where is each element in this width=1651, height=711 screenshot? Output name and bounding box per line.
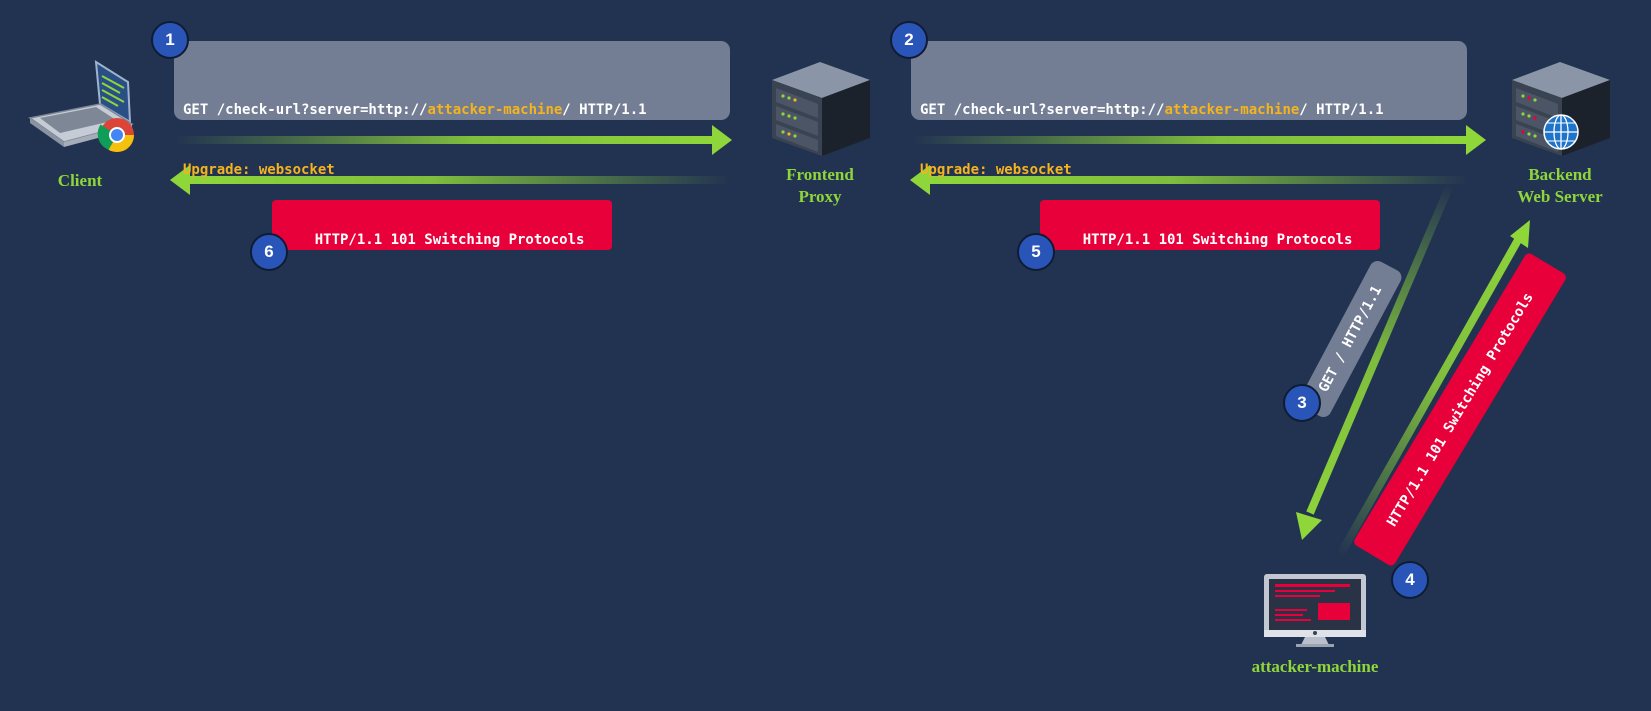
request-box-step2: GET /check-url?server=http://attacker-ma… [911,41,1467,178]
request-line-step2: GET /check-url?server=http://attacker-ma… [920,100,1458,120]
arrow-frontend-to-backend [912,125,1486,155]
step-badge-3: 3 [1283,384,1321,422]
attacker-name: attacker-machine [1251,657,1379,676]
backend-name-line2: Web Server [1517,187,1603,206]
upgrade-header-step2: Upgrade: websocket [920,162,1072,178]
arrow-backend-to-frontend [910,165,1468,195]
request-version-step1: / HTTP/1.1 [562,102,647,118]
frontend-name-line2: Proxy [798,187,842,206]
request-host-step1: attacker-machine [427,102,563,118]
request-version-step2: / HTTP/1.1 [1299,102,1384,118]
step-badge-2: 2 [890,21,928,59]
step-badge-1: 1 [151,21,189,59]
response-text-step6: HTTP/1.1 101 Switching Protocols [314,232,585,248]
step-badge-6: 6 [250,233,288,271]
step-badge-5: 5 [1017,233,1055,271]
arrow-backend-to-attacker [1296,183,1454,540]
request-path-step1: GET /check-url?server=http:// [183,102,428,118]
desktop-monitor-icon [1264,574,1366,647]
backend-name-line1: Backend [1528,165,1592,184]
step-badge-4: 4 [1391,561,1429,599]
client-name: Client [57,171,103,190]
frontend-proxy-label: Frontend Proxy [760,164,880,208]
backend-web-server-label: Backend Web Server [1500,164,1620,208]
arrow-client-to-frontend [175,125,732,155]
arrow-frontend-to-client [170,165,730,195]
request-host-step2: attacker-machine [1164,102,1300,118]
attacker-machine-label: attacker-machine [1225,656,1405,678]
laptop-with-chrome-icon [28,60,134,152]
frontend-name-line1: Frontend [786,165,854,184]
server-rack-with-globe-icon [1512,62,1610,156]
request-line-step1: GET /check-url?server=http://attacker-ma… [183,100,721,120]
client-label: Client [40,170,120,192]
request-path-step2: GET /check-url?server=http:// [920,102,1165,118]
response-text-step5: HTTP/1.1 101 Switching Protocols [1082,232,1353,248]
response-box-step6: HTTP/1.1 101 Switching Protocols [272,200,612,250]
server-rack-icon [772,62,870,156]
upgrade-header-step1: Upgrade: websocket [183,162,335,178]
arrow-attacker-to-backend [1336,220,1530,557]
response-box-step5: HTTP/1.1 101 Switching Protocols [1040,200,1380,250]
request-box-step1: GET /check-url?server=http://attacker-ma… [174,41,730,178]
